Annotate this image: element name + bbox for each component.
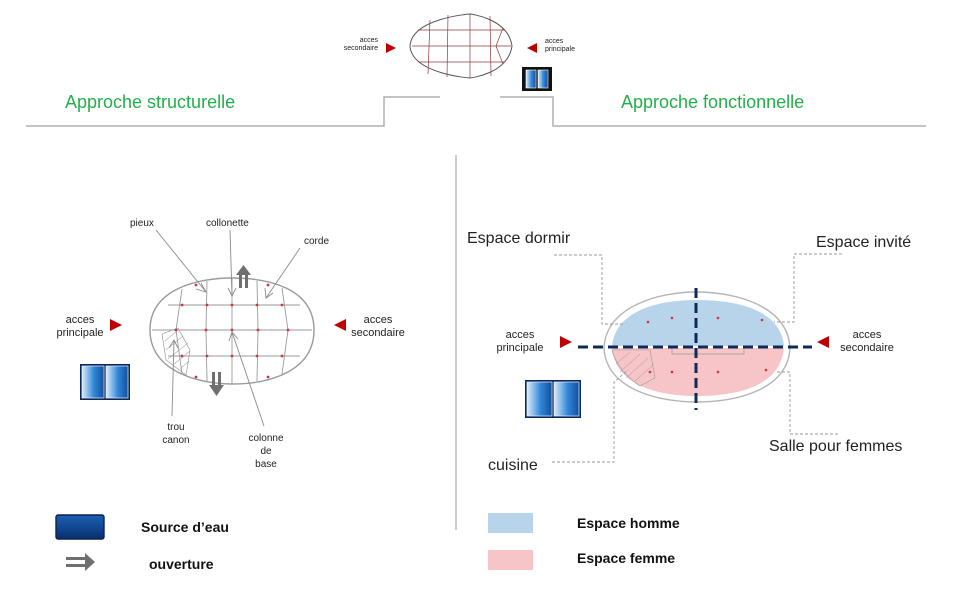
label-base-line3: base [255,459,277,470]
left-access-secondary-line1: acces [364,314,393,326]
top-water-source-icon [522,67,552,91]
label-pieux: pieux [130,218,154,229]
left-access-secondary-line2: secondaire [351,327,405,339]
legend-men-space-label: Espace homme [577,515,680,531]
top-access-secondary-line2: secondaire [344,45,378,52]
right-access-secondary-line2: secondaire [840,342,894,354]
opening-arrow-down-icon [209,372,224,396]
legend-women-space-swatch [488,550,533,570]
top-access-main-line1: acces [545,38,564,45]
title-functional: Approche fonctionnelle [621,92,804,112]
legend-water-source-swatch [55,514,105,540]
structural-plan [149,229,315,427]
label-canon-line2: canon [162,435,189,446]
header-rule [26,96,926,127]
men-space-zone [612,300,784,346]
legend-opening-arrow-icon [66,553,95,571]
label-corde: corde [304,236,329,247]
right-water-source-icon [525,380,581,418]
label-collonette: collonette [206,218,249,229]
label-espace-invite: Espace invité [816,234,911,251]
label-de-line2: de [260,446,272,457]
legend-water-source-label: Source d’eau [141,519,229,535]
label-trou-line1: trou [167,422,184,433]
legend-opening-label: ouverture [149,556,214,572]
label-colonne-line1: colonne [248,433,283,444]
functional-plan [552,253,842,463]
legend-women-space-label: Espace femme [577,550,675,566]
left-access-main-arrow-icon [110,319,122,331]
top-plan [409,13,513,79]
right-access-main-arrow-icon [560,336,572,348]
label-salle-pour-femmes: Salle pour femmes [769,438,902,455]
top-access-main-arrow-icon [527,43,537,53]
top-access-main-line2: principale [545,46,575,53]
left-access-main-line1: acces [66,314,95,326]
opening-arrow-up-icon [236,265,251,288]
left-access-main-line2: principale [56,327,103,339]
top-access-secondary-arrow-icon [386,43,396,53]
left-water-source-icon [80,364,130,400]
right-access-main-line2: principale [496,342,543,354]
left-access-secondary-arrow-icon [334,319,346,331]
top-access-secondary-line1: acces [360,37,379,44]
right-access-main-line1: acces [506,329,535,341]
right-access-secondary-arrow-icon [817,336,829,348]
women-space-zone [612,348,784,396]
label-espace-dormir: Espace dormir [467,230,571,247]
title-structural: Approche structurelle [65,92,235,112]
label-cuisine: cuisine [488,457,538,474]
right-access-secondary-line1: acces [853,329,882,341]
legend-men-space-swatch [488,513,533,533]
